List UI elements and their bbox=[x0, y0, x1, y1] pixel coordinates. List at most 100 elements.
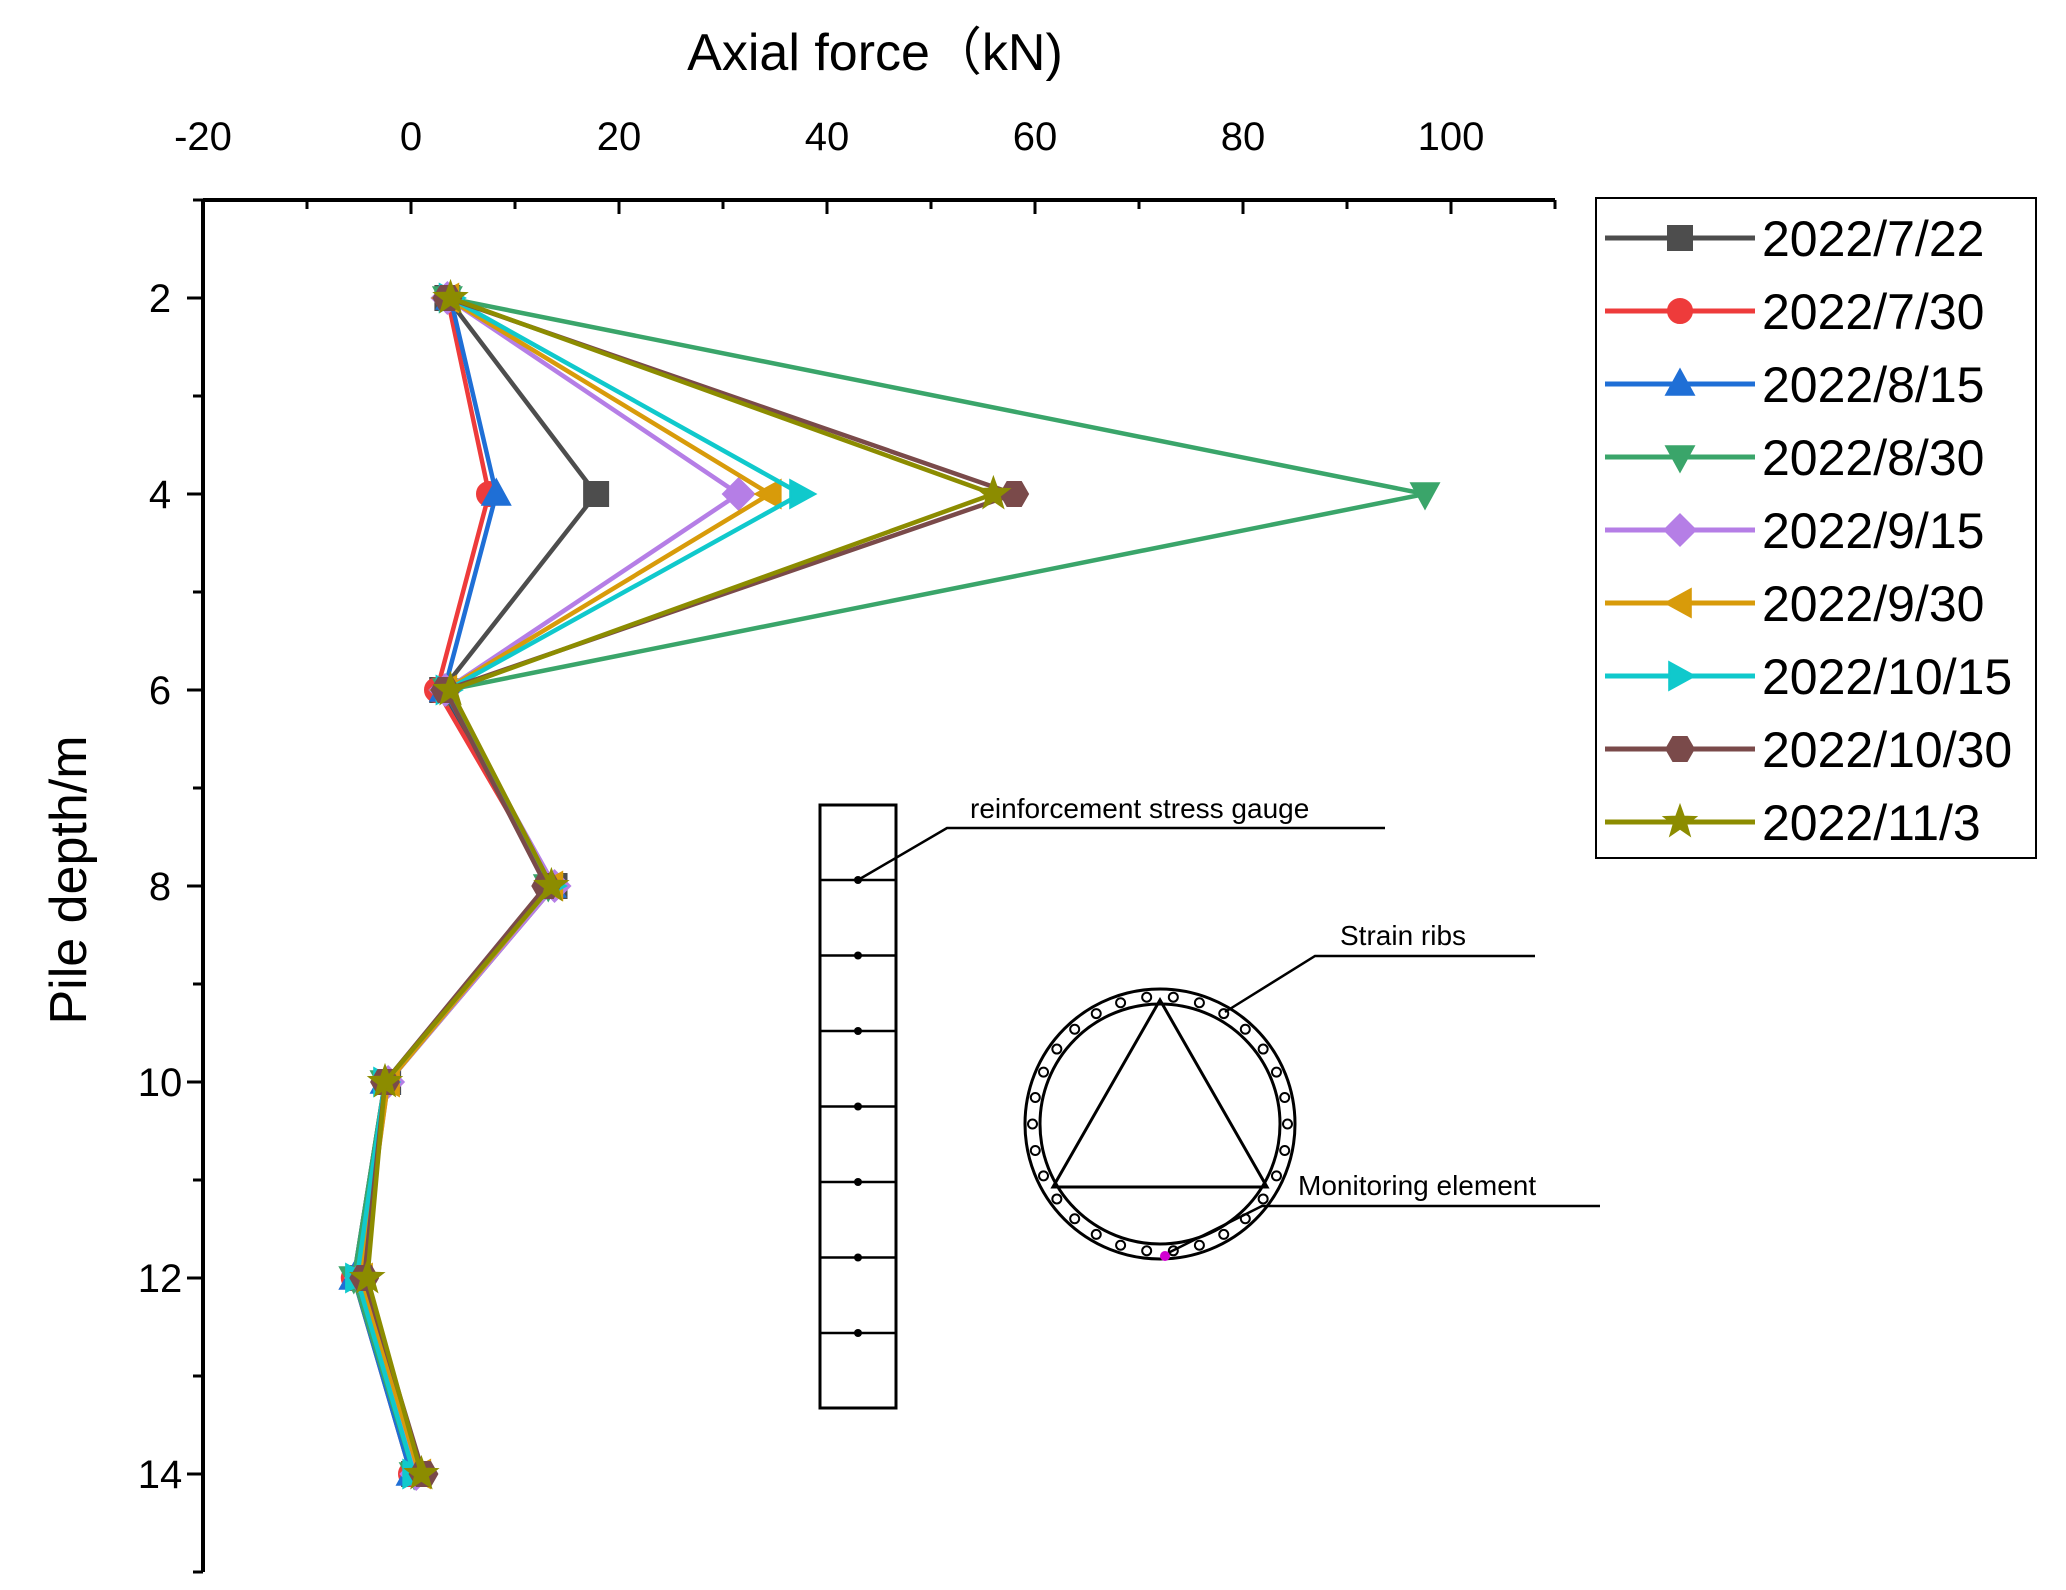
x-axis-title: Axial force（kN) bbox=[687, 24, 1063, 82]
data-point-star bbox=[403, 1454, 440, 1490]
legend-item: 2022/10/15 bbox=[1605, 649, 2012, 705]
data-point-star bbox=[975, 474, 1012, 510]
data-point-triangle-down bbox=[1664, 445, 1696, 474]
data-point-triangle-left bbox=[753, 478, 782, 510]
strain-rib-dot bbox=[1141, 1245, 1153, 1257]
data-point-star bbox=[349, 1258, 386, 1294]
strain-rib-dot bbox=[1279, 1145, 1291, 1157]
strain-rib-dot bbox=[1193, 997, 1205, 1009]
strain-rib-dot bbox=[1270, 1170, 1282, 1182]
axes: -20 0 20 40 60 80 100 2 4 6 8 10 12 14 bbox=[138, 115, 1557, 1574]
legend-item: 2022/7/22 bbox=[1605, 211, 1984, 267]
stress-gauge-dot bbox=[854, 1027, 862, 1035]
x-tick-label: 80 bbox=[1221, 115, 1266, 159]
strain-rib-dot bbox=[1218, 1228, 1230, 1240]
x-tick-label: 0 bbox=[400, 115, 422, 159]
legend-item: 2022/10/30 bbox=[1605, 722, 2012, 778]
data-point-square bbox=[583, 481, 610, 507]
y-tick-label: 6 bbox=[149, 669, 171, 713]
data-point-circle bbox=[1667, 298, 1693, 324]
section-triangle bbox=[1050, 996, 1270, 1189]
legend-label: 2022/10/15 bbox=[1762, 649, 2012, 705]
data-point-star bbox=[1661, 802, 1699, 838]
strain-rib-dot bbox=[1038, 1066, 1050, 1078]
data-point-triangle-right bbox=[1668, 660, 1697, 692]
stress-gauge-dot bbox=[854, 951, 862, 960]
strain-rib-dot bbox=[1239, 1023, 1251, 1035]
strain-rib-dot bbox=[1257, 1043, 1269, 1055]
strain-rib-dot bbox=[1027, 1118, 1038, 1130]
legend-item: 2022/11/3 bbox=[1605, 795, 1981, 851]
strain-rib-dot bbox=[1090, 1228, 1102, 1240]
gauge-label: reinforcement stress gauge bbox=[970, 793, 1309, 824]
legend-label: 2022/7/30 bbox=[1762, 284, 1984, 340]
plot-series bbox=[338, 278, 1441, 1492]
pile-dividers bbox=[820, 876, 896, 1337]
strain-rib-dot bbox=[1115, 1239, 1127, 1251]
element-leader-line bbox=[1167, 1204, 1600, 1255]
x-tick-label: 40 bbox=[805, 115, 850, 159]
y-tick-label: 12 bbox=[138, 1257, 183, 1301]
legend-label: 2022/8/15 bbox=[1762, 357, 1984, 413]
strain-rib-dot bbox=[1115, 997, 1127, 1009]
legend-label: 2022/10/30 bbox=[1762, 722, 2012, 778]
data-point-star bbox=[432, 670, 469, 706]
x-tick-label: 60 bbox=[1013, 115, 1058, 159]
data-point-hexagon bbox=[1665, 736, 1695, 762]
stress-gauge-dot bbox=[854, 1102, 862, 1111]
strain-rib-dot bbox=[1069, 1023, 1081, 1035]
strain-rib-dot bbox=[1029, 1091, 1041, 1103]
ribs-leader-line bbox=[1224, 954, 1535, 1014]
y-tick-label: 14 bbox=[138, 1453, 183, 1497]
strain-rib-dot bbox=[1279, 1091, 1291, 1103]
data-point-star bbox=[533, 866, 570, 902]
pile-inset-diagram: reinforcement stress gauge Strain ribs M… bbox=[818, 793, 1600, 1410]
strain-rib-dot bbox=[1069, 1213, 1081, 1225]
legend-label: 2022/11/3 bbox=[1762, 795, 1981, 851]
legend-item: 2022/8/15 bbox=[1605, 357, 1984, 413]
strain-rib-dot bbox=[1167, 991, 1179, 1003]
y-tick-label: 2 bbox=[149, 277, 171, 321]
ribs-label: Strain ribs bbox=[1340, 920, 1466, 951]
strain-rib-dot bbox=[1141, 991, 1153, 1003]
stress-gauge-dot bbox=[854, 1329, 862, 1337]
x-tick-label: 100 bbox=[1418, 115, 1485, 159]
strain-rib-dot bbox=[1218, 1008, 1230, 1020]
legend-label: 2022/9/15 bbox=[1762, 503, 1984, 559]
strain-rib-dot bbox=[1167, 1245, 1179, 1257]
stress-gauge-dot bbox=[854, 1178, 862, 1186]
y-axis-title: Pile depth/m bbox=[40, 735, 98, 1024]
section-inner-ring bbox=[1038, 1002, 1282, 1246]
legend-item: 2022/8/30 bbox=[1605, 430, 1984, 486]
data-point-triangle-up bbox=[1664, 367, 1696, 396]
data-point-hexagon bbox=[999, 481, 1030, 507]
gauge-leader-line bbox=[857, 826, 1385, 882]
data-point-triangle-down bbox=[1409, 482, 1441, 511]
data-point-triangle-right bbox=[789, 478, 818, 510]
y-tick-label: 4 bbox=[149, 473, 171, 517]
legend-item: 2022/9/15 bbox=[1605, 503, 1984, 559]
y-tick-label: 8 bbox=[149, 865, 171, 909]
legend-items: 2022/7/22 2022/7/30 2022/8/15 2022/8/30 2022… bbox=[1605, 211, 2012, 851]
data-point-star bbox=[432, 278, 469, 314]
strain-rib-dot bbox=[1051, 1193, 1063, 1205]
strain-rib-dot bbox=[1282, 1118, 1293, 1130]
element-label: Monitoring element bbox=[1298, 1170, 1536, 1201]
data-point-triangle-up bbox=[480, 477, 512, 506]
strain-rib-dot bbox=[1051, 1043, 1063, 1055]
legend-label: 2022/7/22 bbox=[1762, 211, 1984, 267]
x-tick-label: 20 bbox=[597, 115, 642, 159]
strain-rib-dot bbox=[1193, 1239, 1205, 1251]
legend: 2022/7/22 2022/7/30 2022/8/15 2022/8/30 2022… bbox=[1595, 197, 2037, 859]
strain-rib-dot bbox=[1270, 1066, 1282, 1078]
legend-label: 2022/8/30 bbox=[1762, 430, 1984, 486]
x-tick-label: -20 bbox=[174, 115, 232, 159]
y-tick-label: 10 bbox=[138, 1061, 183, 1105]
legend-item: 2022/7/30 bbox=[1605, 284, 1984, 340]
strain-rib-dot bbox=[1090, 1008, 1102, 1020]
data-point-star bbox=[366, 1062, 404, 1098]
monitoring-element-mark bbox=[1160, 1251, 1170, 1261]
legend-label: 2022/9/30 bbox=[1762, 576, 1984, 632]
strain-rib-dot bbox=[1038, 1170, 1050, 1182]
